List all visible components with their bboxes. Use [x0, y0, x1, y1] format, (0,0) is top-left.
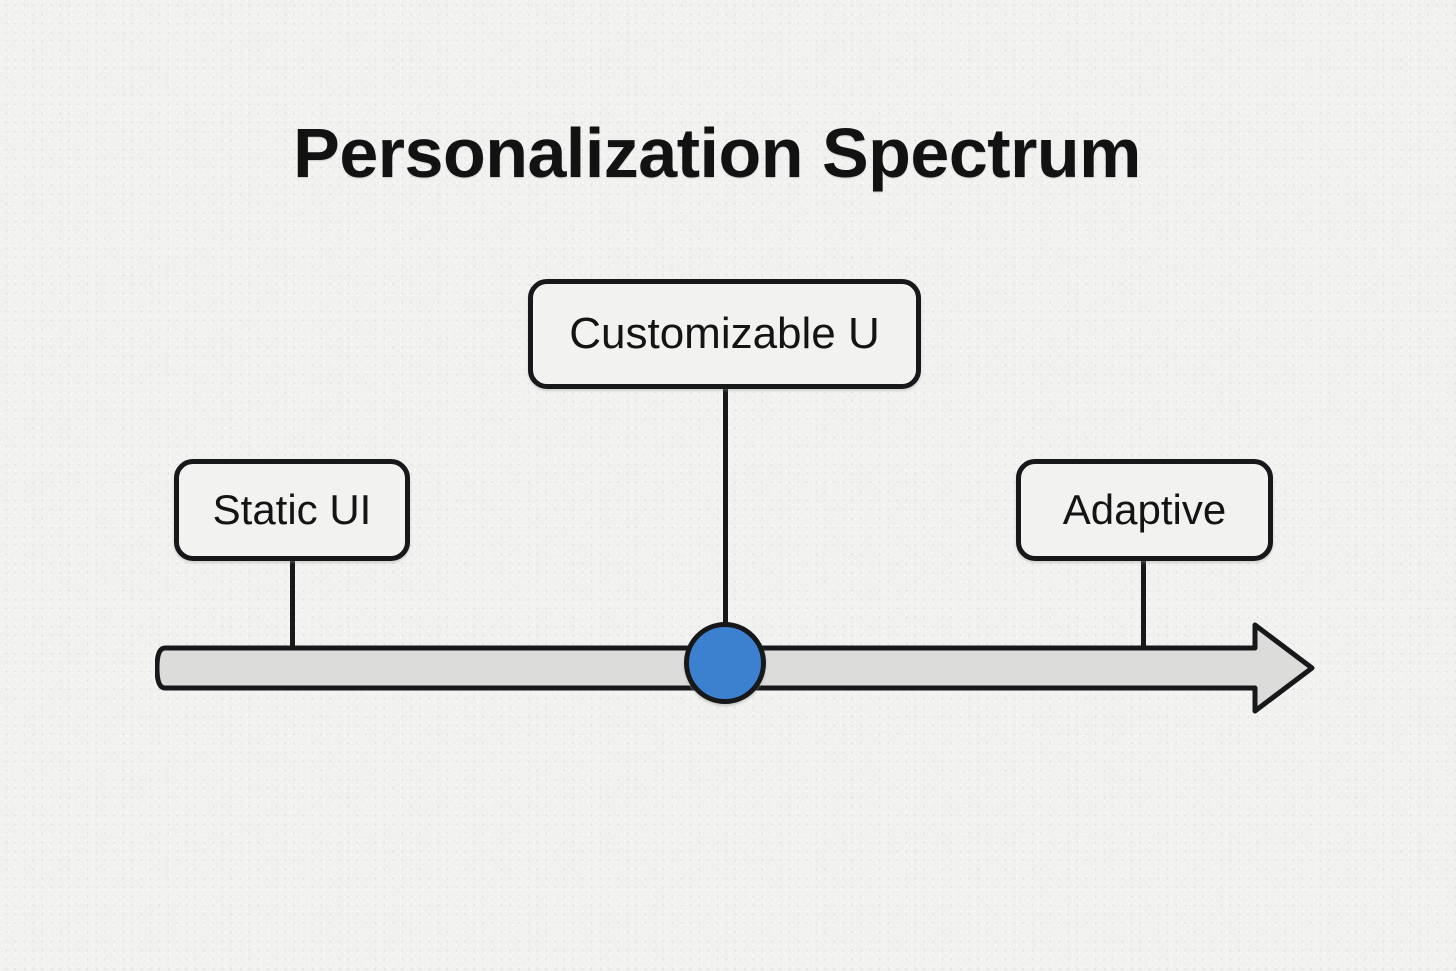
node-customizable-ui-label: Customizable U: [569, 309, 880, 358]
spectrum-position-marker[interactable]: [684, 622, 766, 704]
node-static-ui-label: Static UI: [212, 486, 372, 533]
node-adaptive-label: Adaptive: [1062, 486, 1227, 533]
connector-adaptive: [1141, 556, 1146, 652]
node-adaptive[interactable]: Adaptive: [1016, 459, 1273, 561]
connector-customizable-ui: [723, 385, 728, 660]
node-static-ui[interactable]: Static UI: [174, 459, 410, 561]
page-title: Personalization Spectrum: [293, 114, 1141, 192]
connector-static-ui: [290, 556, 295, 652]
node-customizable-ui[interactable]: Customizable U: [528, 279, 921, 389]
